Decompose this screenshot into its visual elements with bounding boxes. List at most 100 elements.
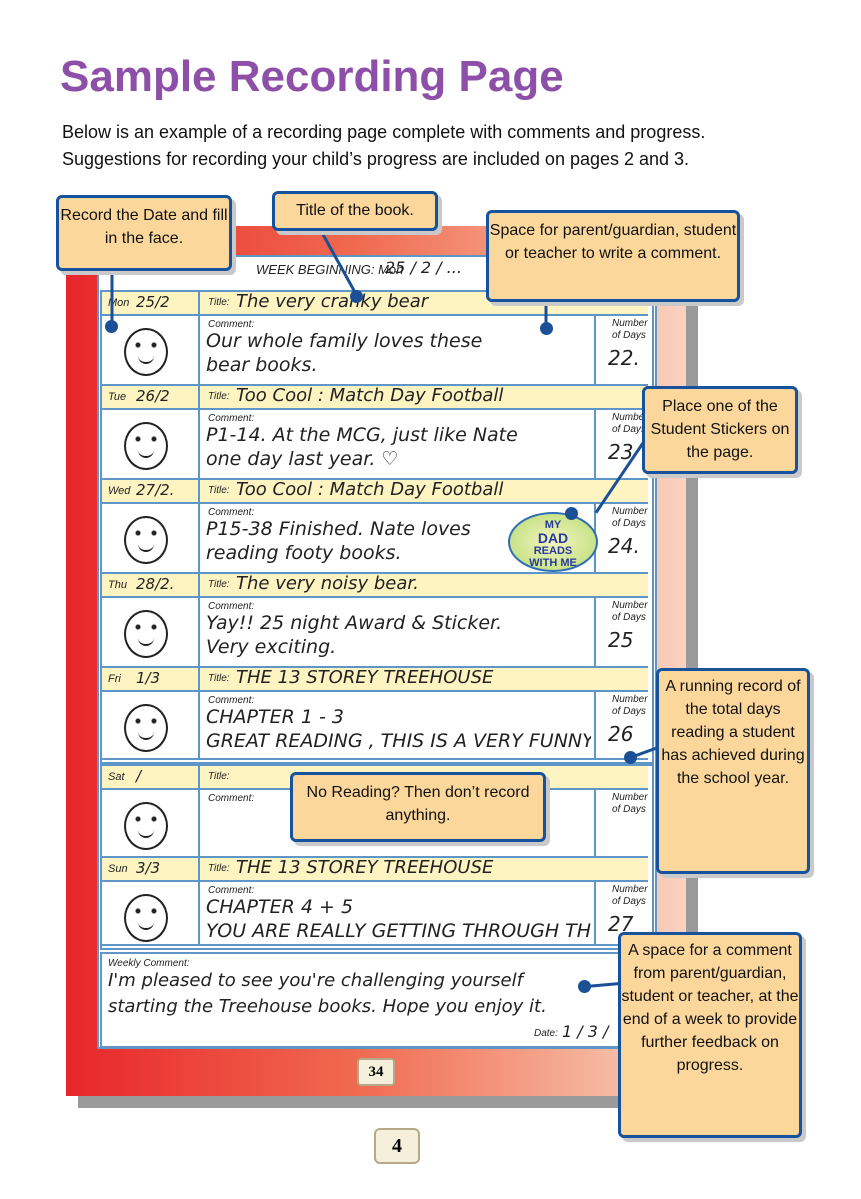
- day-title-row: [102, 574, 648, 598]
- week-beginning-value: 25 / 2 / ...: [385, 258, 462, 277]
- face-eyes: [135, 624, 157, 630]
- title-label: Title:: [208, 579, 230, 590]
- comment-line-2: reading footy books.: [206, 542, 402, 564]
- day-row-divider: [102, 856, 648, 858]
- number-days-label-2: of Days: [612, 612, 646, 623]
- comment-line-2: YOU ARE REALLY GETTING THROUGH THIS BOOK…: [206, 920, 591, 942]
- comment-label: Comment:: [208, 601, 255, 612]
- number-of-days-value: 22.: [608, 346, 640, 370]
- connector-dot: [578, 980, 591, 993]
- face-drawing: [124, 610, 168, 658]
- day-column-divider: [198, 766, 200, 856]
- day-name: Thu: [108, 579, 127, 591]
- days-column-divider: [594, 408, 596, 478]
- connector-dot: [624, 751, 637, 764]
- day-date: 28/2.: [136, 575, 175, 593]
- face-eyes: [135, 718, 157, 724]
- weekly-comment-label: Weekly Comment:: [108, 958, 190, 969]
- title-label: Title:: [208, 673, 230, 684]
- day-column-divider: [198, 480, 200, 572]
- number-days-label-2: of Days: [612, 896, 646, 907]
- face-eyes: [135, 342, 157, 348]
- comment-label: Comment:: [208, 695, 255, 706]
- page-title: Sample Recording Page: [60, 52, 564, 101]
- comment-line-2: Very exciting.: [206, 636, 337, 658]
- book-title: Too Cool : Match Day Football: [236, 385, 504, 406]
- number-days-label-1: Number: [612, 318, 648, 329]
- sticker-line-3: READS: [533, 545, 573, 557]
- number-days-label-1: Number: [612, 412, 648, 423]
- comment-line-1: CHAPTER 1 - 3: [206, 706, 344, 728]
- intro-line-1: Below is an example of a recording page …: [62, 122, 706, 142]
- comment-label: Comment:: [208, 319, 255, 330]
- callout-running-record: A running record of the total days readi…: [656, 668, 810, 874]
- face-eyes: [135, 436, 157, 442]
- day-title-row: [102, 858, 648, 882]
- number-days-label-1: Number: [612, 506, 648, 517]
- day-name: Sun: [108, 863, 128, 875]
- day-date: 25/2: [136, 293, 170, 311]
- day-date: 3/3: [136, 859, 161, 877]
- day-title-row: [102, 668, 648, 692]
- weekly-date-value: 1 / 3 /: [562, 1022, 609, 1041]
- title-label: Title:: [208, 391, 230, 402]
- face-drawing: [124, 802, 168, 850]
- weekly-date-label: Date:: [534, 1028, 558, 1039]
- callout-comment-space: Space for parent/guardian, student or te…: [486, 210, 740, 302]
- day-name: Sat: [108, 771, 125, 783]
- day-date: 1/3: [136, 669, 161, 687]
- face-mouth: [138, 542, 154, 552]
- face-drawing: [124, 422, 168, 470]
- days-column-divider: [594, 596, 596, 666]
- number-of-days-value: 24.: [608, 534, 640, 558]
- comment-line-2: bear books.: [206, 354, 318, 376]
- number-days-label-2: of Days: [612, 518, 646, 529]
- face-drawing: [124, 516, 168, 564]
- face-eyes: [135, 530, 157, 536]
- comment-label: Comment:: [208, 413, 255, 424]
- day-row-divider: [102, 758, 648, 760]
- sticker-line-1: MY: [544, 519, 562, 531]
- sticker-line-2: DAD: [537, 530, 569, 546]
- day-row-divider: [102, 384, 648, 386]
- face-mouth: [138, 354, 154, 364]
- connector-dot: [540, 322, 553, 335]
- day-row-divider: [102, 478, 648, 480]
- comment-label: Comment:: [208, 793, 255, 804]
- callout-record-date: Record the Date and fill in the face.: [56, 195, 232, 271]
- inner-page-number: 34: [357, 1058, 395, 1086]
- day-column-divider: [198, 574, 200, 666]
- book-title: THE 13 STOREY TREEHOUSE: [236, 857, 494, 878]
- day-column-divider: [198, 292, 200, 384]
- face-mouth: [138, 730, 154, 740]
- comment-line-2: GREAT READING , THIS IS A VERY FUNNY BOO…: [206, 730, 591, 752]
- comment-line-1: CHAPTER 4 + 5: [206, 896, 354, 918]
- day-name: Wed: [108, 485, 131, 497]
- connector-dot: [105, 320, 118, 333]
- comment-line-1: Yay!! 25 night Award & Sticker.: [206, 612, 503, 634]
- day-row-divider: [102, 666, 648, 668]
- face-mouth: [138, 448, 154, 458]
- book-title: The very noisy bear.: [236, 573, 419, 594]
- days-column-divider: [594, 788, 596, 856]
- face-mouth: [138, 920, 154, 930]
- connector-dot: [350, 290, 363, 303]
- title-label: Title:: [208, 297, 230, 308]
- book-title: THE 13 STOREY TREEHOUSE: [236, 667, 494, 688]
- number-of-days-value: 25: [608, 628, 634, 652]
- face-drawing: [124, 328, 168, 376]
- title-label: Title:: [208, 485, 230, 496]
- number-days-label-2: of Days: [612, 424, 646, 435]
- number-days-label-1: Number: [612, 600, 648, 611]
- sticker-line-4: WITH ME: [529, 557, 577, 569]
- face-drawing: [124, 704, 168, 752]
- day-name: Tue: [108, 391, 127, 403]
- page-number: 4: [374, 1128, 420, 1164]
- days-column-divider: [594, 690, 596, 758]
- number-days-label-2: of Days: [612, 804, 646, 815]
- weekly-comment-line-2: starting the Treehouse books. Hope you e…: [108, 996, 547, 1017]
- comment-line-2: one day last year. ♡: [206, 448, 399, 470]
- intro-line-2: Suggestions for recording your child’s p…: [62, 149, 690, 169]
- comment-line-1: P1-14. At the MCG, just like Nate: [206, 424, 518, 446]
- face-mouth: [138, 636, 154, 646]
